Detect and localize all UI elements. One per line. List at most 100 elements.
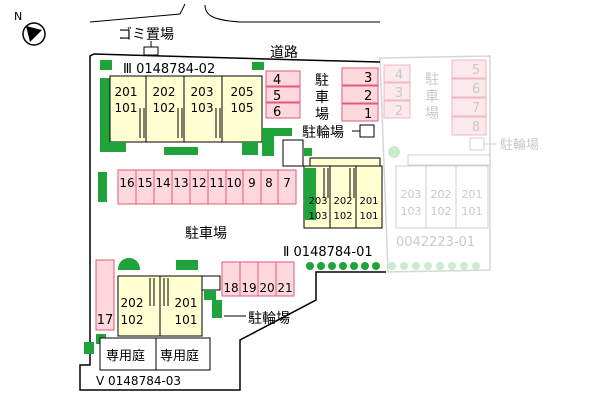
building-v-label: Ⅴ 0148784-03 [96, 374, 181, 388]
faded-unit-number: 203 [401, 188, 422, 201]
private-garden-label: 専用庭 [106, 348, 145, 364]
building-ii-label: Ⅱ 0148784-01 [283, 245, 373, 260]
unit-number: 101 [359, 211, 378, 222]
private-garden-area [99, 337, 211, 371]
faded-bike-label: 駐輪場 [500, 137, 539, 153]
private-garden-label: 専用庭 [160, 348, 199, 364]
hedge-dots [306, 262, 380, 270]
unit-number: 102 [121, 313, 144, 327]
faded-parking-slot [383, 100, 411, 119]
north-label: N [14, 10, 22, 23]
road-edge-left [89, 3, 186, 23]
hedge [98, 172, 107, 202]
faded-parking-slot [451, 59, 487, 79]
parking-bottom: 18 19 20 21 [221, 261, 295, 297]
parking-area-label: 駐車場 [185, 225, 227, 242]
faded-building [395, 165, 489, 229]
faded-unit-number: 102 [431, 205, 452, 218]
faded-unit-number: 101 [462, 205, 483, 218]
faded-hedge-dots [388, 262, 480, 270]
building-iii-body [109, 75, 263, 143]
unit-number: 105 [231, 101, 254, 115]
faded-parking-label-char: 駐 [425, 72, 439, 88]
faded-parking-number: 4 [395, 68, 403, 83]
hedge [252, 62, 264, 70]
faded-parking-number: 3 [395, 86, 403, 101]
hedge [304, 168, 316, 220]
bike-shelter [282, 139, 304, 167]
faded-parking-number: 5 [472, 63, 480, 78]
unit-number: 202 [153, 85, 176, 99]
parking-number: 17 [97, 313, 114, 328]
hedge [84, 342, 94, 354]
bike-parking-label: 駐輪場 [248, 310, 290, 327]
faded-parking-number: 6 [472, 82, 480, 97]
property-boundary [79, 53, 386, 391]
parking-number: 1 [364, 107, 372, 122]
faded-tree [388, 146, 400, 158]
parking-slot [95, 259, 115, 331]
door-marks [149, 278, 169, 306]
parking-number: 9 [248, 176, 256, 190]
tree [118, 258, 140, 270]
compass-arrow [26, 26, 42, 42]
garbage-label: ゴミ置場 [118, 26, 174, 43]
unit-number: 103 [191, 101, 214, 115]
parking-slot [277, 169, 297, 205]
unit-number: 202 [121, 296, 144, 310]
building-ii: 203 202 201 103 102 101 Ⅱ 0148784-01 [283, 157, 383, 270]
faded-building-label: 0042223-01 [396, 235, 475, 250]
hedge [242, 142, 258, 155]
faded-parking-slot [451, 97, 487, 117]
parking-slot [265, 102, 301, 119]
faded-bike-box [469, 137, 485, 151]
door-marks [323, 168, 355, 198]
faded-parking-slot [383, 82, 411, 101]
building-ii-body [303, 165, 383, 229]
parking-row: 16 15 14 13 12 11 10 9 8 7 [98, 169, 297, 205]
faded-unit-number: 202 [431, 188, 452, 201]
parking-label-char: 場 [315, 107, 329, 123]
unit-number: 103 [308, 211, 327, 222]
hedge [100, 78, 110, 152]
parking-slot [265, 70, 301, 87]
hedge [108, 142, 126, 152]
unit-number: 102 [333, 211, 352, 222]
parking-number: 8 [265, 176, 273, 190]
faded-building-roof [407, 154, 491, 166]
parking-number: 7 [283, 176, 291, 190]
faded-parking-number: 7 [472, 101, 480, 116]
bike-parking-label: 駐輪場 [302, 124, 344, 141]
parking-number: 11 [209, 176, 224, 190]
parking-slot [341, 103, 379, 122]
faded-parking-number: 2 [395, 104, 403, 119]
parking-number: 14 [155, 176, 170, 190]
faded-unit-number: 201 [462, 188, 483, 201]
garbage-box [143, 46, 159, 56]
parking-slot [341, 67, 379, 86]
unit-number: 203 [191, 85, 214, 99]
neighbor-property: 4 3 2 5 6 7 8 駐 車 場 駐輪場 203 202 201 103 … [379, 55, 539, 273]
faded-parking-slot [451, 78, 487, 98]
unit-number: 101 [175, 313, 198, 327]
parking-number: 10 [226, 176, 241, 190]
hedge [164, 147, 198, 155]
hedge [304, 148, 312, 156]
neighbor-boundary [379, 55, 491, 273]
road-edge-right [204, 4, 380, 23]
parking-number: 3 [364, 71, 372, 86]
parking-number: 4 [273, 73, 281, 88]
parking-number: 21 [277, 281, 292, 295]
faded-parking-slot [451, 116, 487, 136]
parking-number: 18 [223, 281, 238, 295]
bike-parking-box [359, 124, 375, 138]
parking-top-left: 4 5 6 [265, 70, 301, 120]
door-marks [139, 108, 221, 138]
parking-number: 2 [364, 89, 372, 104]
hedge [212, 300, 222, 318]
parking-number: 15 [137, 176, 152, 190]
hedge [100, 60, 112, 70]
parking-number: 12 [191, 176, 206, 190]
faded-parking-number: 8 [472, 120, 480, 135]
building-iii-label: Ⅲ 0148784-02 [123, 62, 215, 77]
